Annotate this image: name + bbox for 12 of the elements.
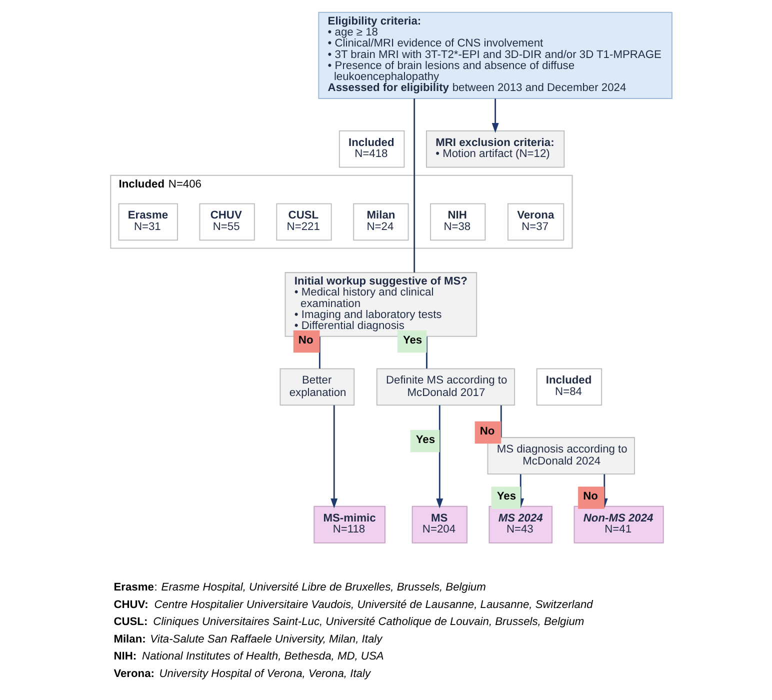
label: Milan: Vita-Salute San Raffaele University, Milan, Italy [113,633,382,646]
edge-label: No [582,490,598,503]
label: Verona: University Hospital of Verona, Verona, Italy [113,668,370,680]
edge-label: Yes [402,334,422,346]
label: Erasme: Erasme Hospital, Université Libre de Bruxelles, Brussels, Belgium [113,582,486,594]
edge-label: No [298,334,313,346]
edge-label: No [479,425,494,438]
label: CHUV: Centre Hospitalier Universitaire Vaudois, Université de Lausanne, Lausanne, Switzerland [113,598,592,611]
edge-label: Yes [496,490,516,503]
edge-label: Yes [415,434,435,446]
label: NIH: National Institutes of Health, Bethesda, MD, USA [113,650,384,663]
label: CUSL: Cliniques Universitaires Saint-Luc, Université Catholique de Louvain, Brussels, Belgium [113,616,584,628]
